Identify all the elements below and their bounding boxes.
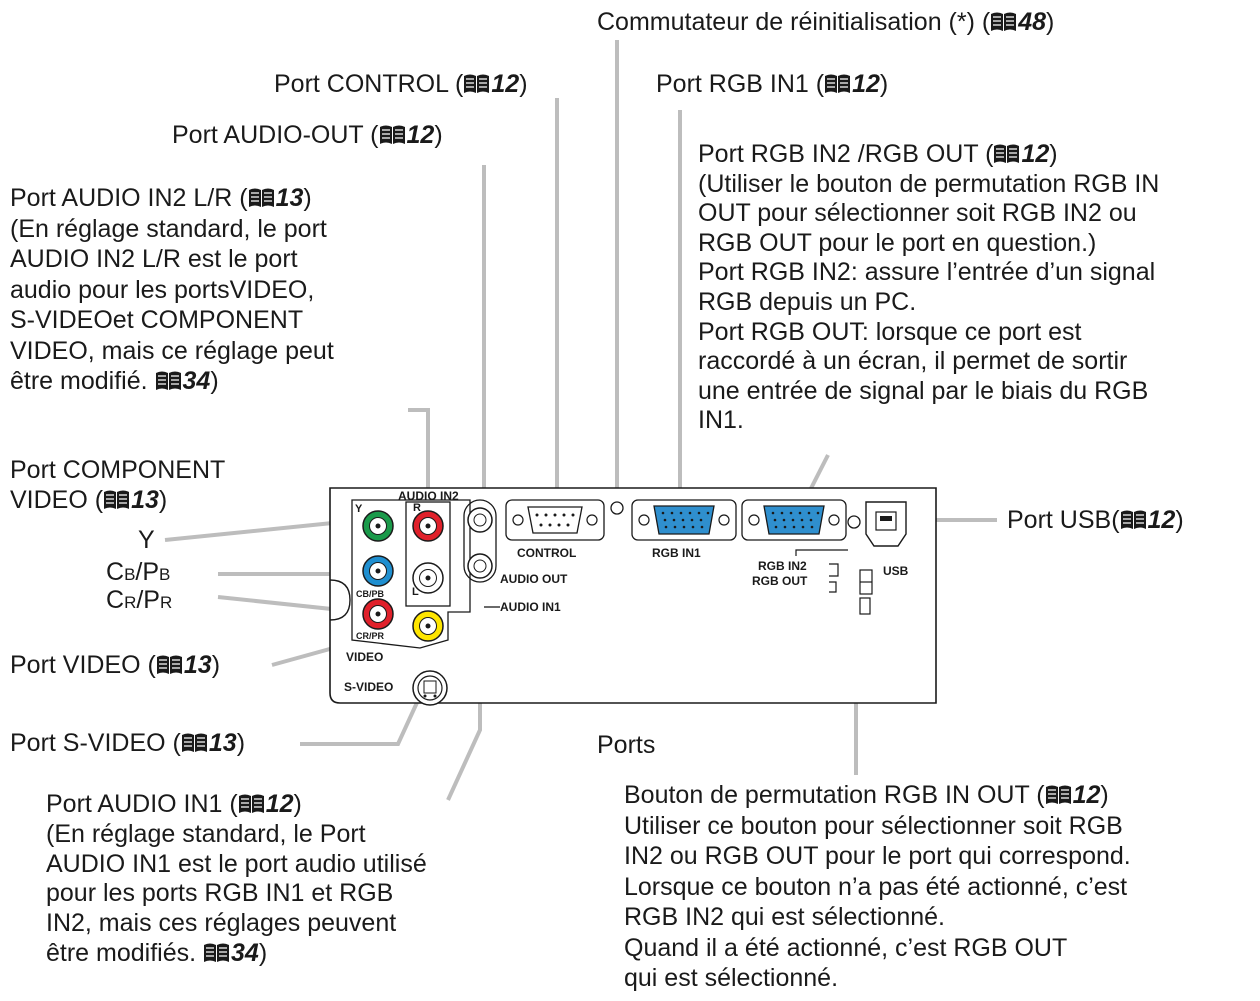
panel-label-cb: CB/PB [356, 589, 385, 599]
book-icon [248, 188, 274, 207]
leader-y [164, 518, 363, 542]
label-rgb-switch-button: Bouton de permutation RGB IN OUT (12) Ut… [624, 781, 1131, 992]
book-icon [181, 733, 207, 752]
panel-label-control: CONTROL [517, 546, 577, 560]
jack-video [412, 610, 444, 642]
book-icon [379, 125, 405, 144]
jack-y [362, 510, 394, 542]
label-rgb-in1-port: Port RGB IN1 (12) [656, 70, 889, 98]
panel-label-audio-in1: AUDIO IN1 [500, 600, 561, 614]
leader-svideo [300, 695, 422, 746]
jack-cb [362, 555, 394, 587]
label-video-port: Port VIDEO (13) [10, 651, 221, 679]
label-reset-switch: Commutateur de réinitialisation (*) (48) [597, 8, 1055, 36]
reset-switch-hole [610, 501, 624, 515]
panel-label-video: VIDEO [346, 650, 384, 664]
book-icon [204, 943, 230, 962]
panel-label-r: R [413, 502, 421, 514]
diagram-caption: Ports [597, 731, 656, 759]
label-cr-pr: CR/PR [106, 586, 173, 614]
label-component-port: Port COMPONENT VIDEO (13) [10, 456, 226, 514]
label-cb-pb: CB/PB [106, 558, 171, 586]
connector-rgb-in1 [631, 499, 737, 541]
panel-outline [329, 487, 937, 704]
label-control-port: Port CONTROL (12) [274, 70, 528, 98]
label-audio-out-port: Port AUDIO-OUT (12) [172, 121, 443, 149]
label-usb-port: Port USB(12) [1007, 506, 1184, 534]
connector-rgb-in2-out [741, 499, 847, 541]
panel-label-svideo: S-VIDEO [344, 680, 394, 694]
jack-audio-in1 [467, 553, 493, 579]
book-icon [1120, 510, 1146, 529]
audio-in2-box [405, 501, 451, 607]
book-icon [155, 371, 181, 390]
book-icon [464, 74, 490, 93]
jack-svideo [412, 670, 448, 706]
rgb-switch-indicator [795, 549, 873, 615]
panel-label-y: Y [355, 503, 363, 515]
label-y: Y [138, 526, 155, 554]
rgb-switch-hole [847, 515, 861, 529]
panel-label-l: L [412, 586, 419, 598]
book-icon [156, 655, 182, 674]
label-audio-in1-port: Port AUDIO IN1 (12) (En réglage standard… [46, 790, 427, 967]
connector-control [505, 499, 605, 541]
panel-label-rgb-in2: RGB IN2 [758, 559, 807, 573]
jack-audio-out [467, 507, 493, 533]
label-rgb-in2-out-port: Port RGB IN2 /RGB OUT (12) (Utiliser le … [698, 140, 1160, 435]
book-icon [825, 74, 851, 93]
panel-label-cr: CR/PR [356, 631, 385, 641]
panel-label-rgb-out: RGB OUT [752, 574, 808, 588]
connector-usb [865, 501, 907, 547]
panel-label-audio-out: AUDIO OUT [500, 572, 568, 586]
jack-audio-l [412, 562, 444, 594]
jack-audio-r [412, 510, 444, 542]
label-audio-in2-port: Port AUDIO IN2 L/R (13) (En réglage stan… [10, 184, 334, 395]
book-icon [104, 490, 130, 509]
panel-bump [329, 579, 351, 621]
panel-label-audio-in2: AUDIO IN2 [398, 489, 459, 503]
label-svideo-port: Port S-VIDEO (13) [10, 729, 246, 757]
panel-label-rgb-in1: RGB IN1 [652, 546, 701, 560]
audio-out-in1-outline [463, 499, 497, 583]
jack-cr [362, 598, 394, 630]
leader-audio-in2 [408, 408, 430, 490]
panel-label-usb: USB [883, 564, 909, 578]
book-icon [991, 12, 1017, 31]
book-icon [238, 794, 264, 813]
book-icon [994, 144, 1020, 163]
book-icon [1045, 785, 1071, 804]
